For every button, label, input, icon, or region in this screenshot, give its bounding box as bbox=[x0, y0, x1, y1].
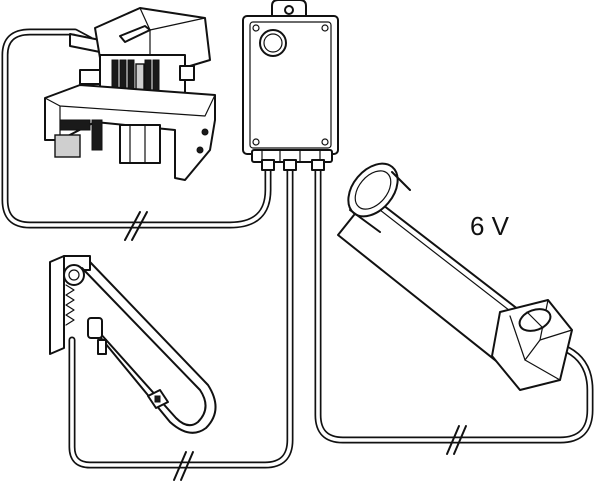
grab-bar-actuator bbox=[49, 255, 217, 434]
cable-break-mark bbox=[124, 211, 141, 241]
cable-valve bbox=[1, 28, 272, 241]
spring-icon bbox=[65, 284, 75, 326]
screw-icon bbox=[321, 24, 329, 32]
cable-break-mark bbox=[446, 425, 460, 455]
mounting-hole-icon bbox=[284, 5, 294, 15]
screw-icon bbox=[321, 138, 329, 146]
pivot-icon bbox=[63, 264, 85, 286]
sensor-cap-icon bbox=[259, 29, 287, 57]
screw-icon bbox=[252, 138, 260, 146]
cable-break-mark bbox=[453, 425, 467, 455]
cable-break-mark bbox=[131, 211, 148, 241]
cable-battery bbox=[314, 161, 594, 455]
control-unit bbox=[242, 0, 339, 171]
battery-pack: 6 V bbox=[337, 162, 573, 391]
valve-mechanism bbox=[44, 7, 216, 181]
screw-icon bbox=[252, 24, 260, 32]
cable-grab-bar bbox=[68, 161, 294, 481]
cable-break-mark bbox=[180, 451, 194, 481]
cable-break-mark bbox=[173, 451, 187, 481]
voltage-label: 6 V bbox=[470, 211, 510, 241]
